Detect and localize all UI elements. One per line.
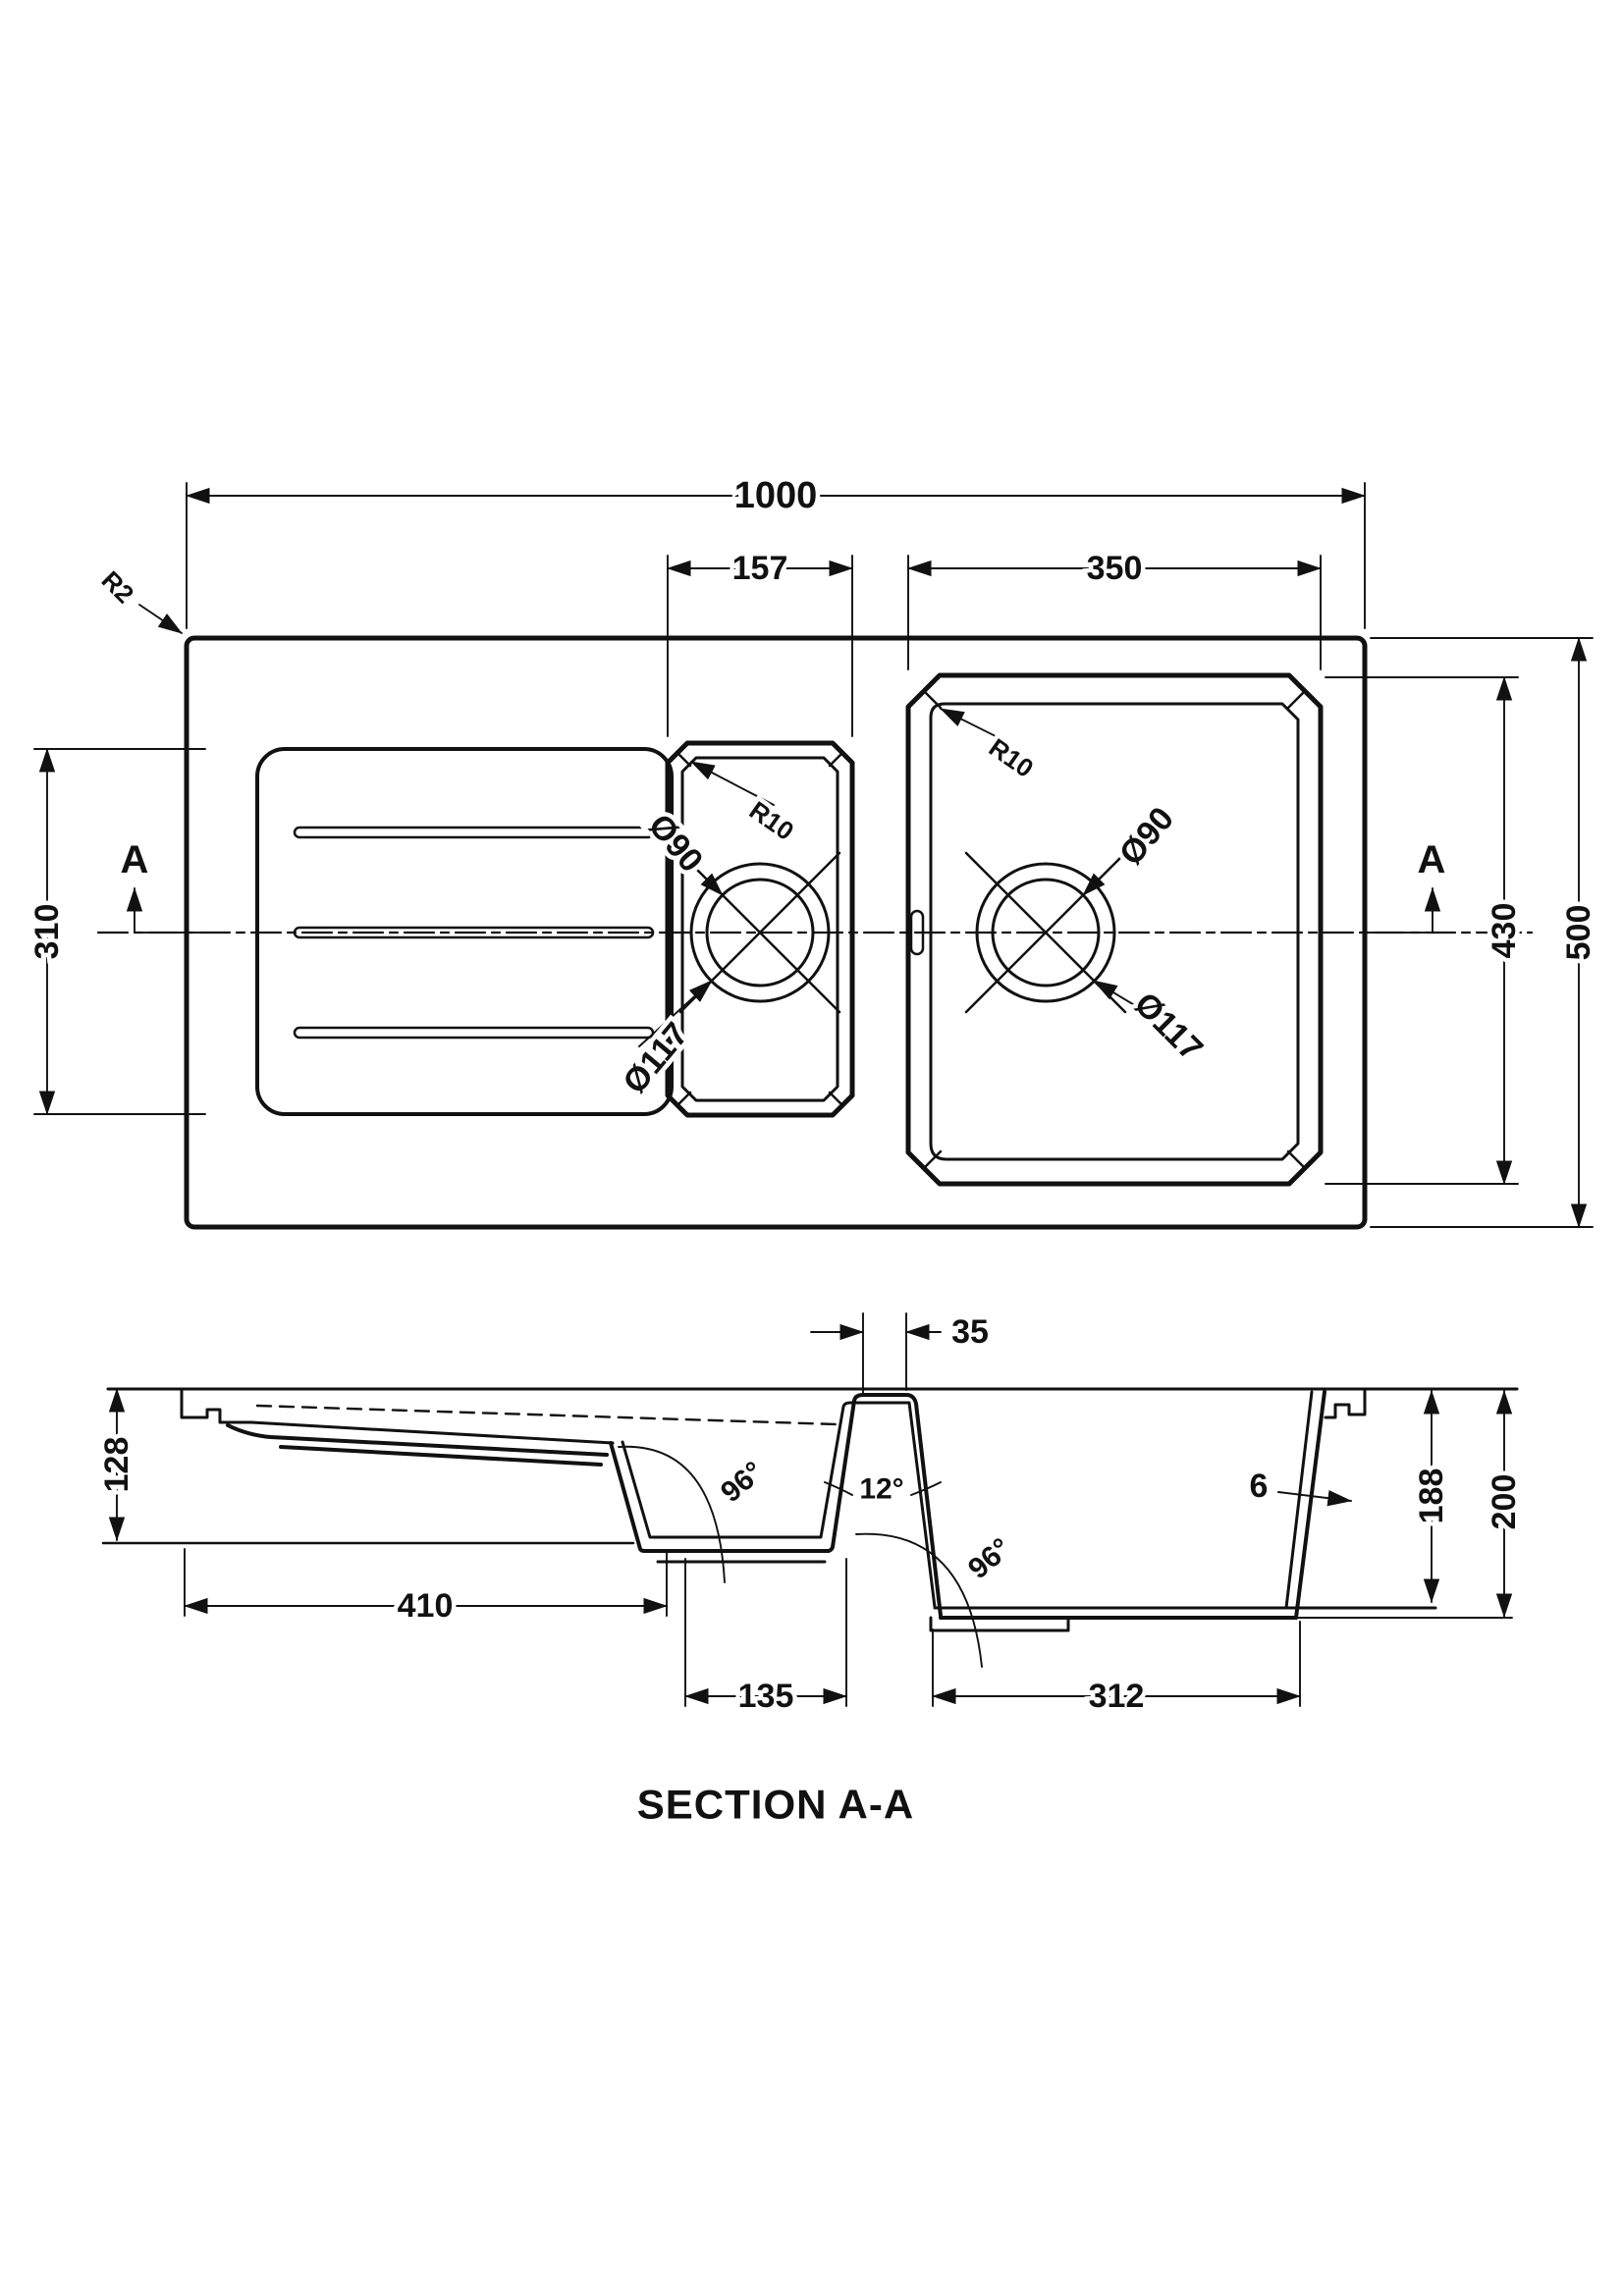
dim-overall-height-value: 500 [1560, 905, 1597, 961]
plan-view: Ø90 Ø117 Ø90 Ø117 R10 R10 R2 A A [25, 471, 1602, 1230]
wall-thickness-callout: 6 [1245, 1464, 1353, 1510]
hidden-rim-edge [255, 1404, 839, 1426]
dim-large-bowl-base-value: 312 [1089, 1678, 1145, 1715]
large-bowl-angle-arc [855, 1532, 983, 1668]
large-bowl-outer-rim [905, 672, 1324, 1187]
dim-drainer-recess-height: 310 [25, 747, 206, 1116]
dim-bowl-depth-value: 188 [1413, 1468, 1450, 1524]
section-marker-right: A [1364, 838, 1446, 934]
section-title: SECTION A-A [637, 1782, 914, 1828]
dim-large-bowl-height-value: 430 [1486, 903, 1523, 959]
right-lip-profile [1324, 1387, 1367, 1419]
section-marker-left: A [121, 838, 206, 934]
dim-small-bowl-base-value: 135 [738, 1678, 794, 1715]
large-bowl-radius-callout: R10 [940, 708, 1044, 787]
drain-recess-step [929, 1616, 1070, 1632]
dim-large-bowl-height: 430 [1325, 675, 1528, 1186]
section-marker-label: A [121, 838, 149, 881]
large-bowl-cutout-diameter-label: Ø117 [1127, 986, 1210, 1068]
large-bowl-angle-label: 96° [962, 1532, 1017, 1585]
dim-small-bowl-width-value: 157 [732, 550, 788, 587]
dim-overall-width-value: 1000 [734, 475, 818, 516]
section-view: 96° 12° 96° 6 35 128 410 [94, 1309, 1528, 1828]
dim-drainer-fall: 128 [94, 1387, 140, 1542]
section-marker-label: A [1418, 838, 1446, 881]
dim-divider-top-width-value: 35 [951, 1313, 989, 1351]
left-lip-profile [180, 1387, 615, 1445]
small-bowl-drain [638, 828, 841, 1047]
dim-bowl-depth: 188 [1409, 1389, 1455, 1604]
dim-large-bowl-base: 312 [931, 1621, 1302, 1720]
drainer-groove [293, 826, 655, 839]
dim-overall-height: 500 [1370, 636, 1602, 1229]
dim-drainer-fall-value: 128 [98, 1437, 135, 1493]
small-bowl-inner-rim [680, 756, 839, 1102]
corner-radius-label: R2 [96, 565, 140, 610]
small-bowl-corner-spokes [676, 751, 844, 1107]
wall-thickness-value: 6 [1250, 1468, 1269, 1505]
dim-large-bowl-width-value: 350 [1087, 550, 1143, 587]
large-bowl-drain [964, 842, 1152, 1016]
dim-small-bowl-width: 157 [666, 546, 854, 737]
drainer-slope-channel [279, 1445, 603, 1467]
small-bowl-radius-label: R10 [744, 795, 799, 846]
dim-overall-depth: 200 [1482, 1389, 1528, 1619]
divider-angle-arc [824, 1481, 942, 1496]
large-bowl-radius-label: R10 [984, 732, 1039, 783]
dim-drainer-length: 410 [183, 1548, 669, 1629]
dim-small-bowl-base: 135 [683, 1558, 848, 1720]
divider-angle-label: 12° [859, 1473, 903, 1506]
dim-overall-width: 1000 [185, 471, 1367, 629]
dim-divider-top-width: 35 [810, 1309, 993, 1395]
large-bowl-corner-spokes [922, 689, 1307, 1170]
dim-overall-depth-value: 200 [1486, 1474, 1523, 1530]
dim-drainer-length-value: 410 [398, 1587, 454, 1625]
dim-large-bowl-width: 350 [906, 546, 1323, 670]
small-bowl-angle-label: 96° [715, 1456, 770, 1509]
small-bowl-section [609, 1393, 943, 1618]
corner-radius-callout: R2 [91, 561, 183, 634]
drainer-slope-lower [226, 1423, 609, 1457]
large-bowl-inner-rim [929, 702, 1300, 1161]
large-bowl-drain-diameter-label: Ø90 [1112, 800, 1181, 873]
small-bowl-angle-arc [618, 1445, 726, 1583]
small-bowl-drain-diameter-label: Ø90 [641, 807, 710, 880]
dim-drainer-recess-height-value: 310 [28, 904, 66, 960]
large-bowl-section [929, 1387, 1513, 1632]
small-bowl-radius-callout: R10 [690, 761, 804, 850]
small-bowl-outer-rim [665, 740, 855, 1118]
drainer-groove [293, 1026, 655, 1040]
